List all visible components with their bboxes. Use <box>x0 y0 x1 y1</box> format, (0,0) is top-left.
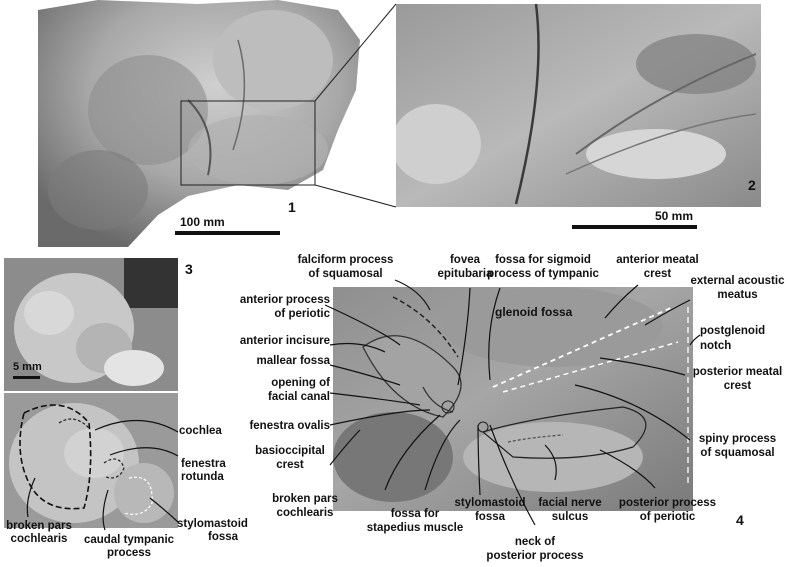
label-stapedius-line1: fossa for <box>390 508 440 520</box>
label-spiny-process-line1: spiny process <box>698 433 777 445</box>
detail-photo-2 <box>396 4 761 207</box>
panel-2-photo <box>396 4 761 207</box>
label-anterior-incisure: anterior incisure <box>239 335 330 347</box>
label-caudal-tympanic-line2: process <box>106 547 152 559</box>
label-fenestra-rotunda-line2: rotunda <box>181 471 224 483</box>
label-external-acoustic-line1: external acoustic <box>690 275 785 287</box>
label-sigmoid-line2: process of tympanic <box>487 268 599 280</box>
label-mallear-fossa: mallear fossa <box>256 355 330 367</box>
panel-4-photo <box>333 287 693 511</box>
label-facial-canal-line2: facial canal <box>267 391 330 403</box>
label-stapedius-line2: stapedius muscle <box>366 522 464 534</box>
label-broken-pars-p3-line2: cochlearis <box>10 533 68 545</box>
label-stylomastoid-fossa-p3-line1: stylomastoid <box>177 518 248 530</box>
label-posterior-meatal-line2: crest <box>723 380 752 392</box>
label-anterior-process-line1: anterior process <box>239 294 330 306</box>
label-facial-sulcus-line2: sulcus <box>551 511 589 523</box>
label-falciform-line1: falciform process <box>297 254 394 266</box>
label-sigmoid-line1: fossa for sigmoid <box>495 254 591 266</box>
label-stylomastoid-p4-line2: fossa <box>474 511 506 523</box>
label-cochlea: cochlea <box>179 425 222 437</box>
label-broken-pars-p3-line1: broken pars <box>6 520 72 532</box>
label-neck-line1: neck of <box>514 536 556 548</box>
label-anterior-process-line2: of periotic <box>274 308 330 320</box>
panel-2-scale-label: 50 mm <box>655 209 694 223</box>
label-basioccipital-line1: basioccipital <box>255 445 325 457</box>
panel-1-scale-label: 100 mm <box>180 215 225 229</box>
panel-3-number: 3 <box>185 261 193 277</box>
label-fenestra-rotunda-line1: fenestra <box>181 458 226 470</box>
label-posterior-process-line2: of periotic <box>639 511 696 523</box>
label-facial-sulcus-line1: facial nerve <box>538 497 602 509</box>
label-facial-canal-line1: opening of <box>271 377 330 389</box>
panel-3-scale-bar <box>13 376 40 379</box>
label-spiny-process-line2: of squamosal <box>700 447 775 459</box>
label-caudal-tympanic-line1: caudal tympanic <box>83 534 175 546</box>
panel-2-number: 2 <box>748 177 756 193</box>
label-posterior-process-line1: posterior process <box>618 497 717 509</box>
label-fovea-line1: fovea <box>449 254 481 266</box>
panel-1-number: 1 <box>288 199 296 215</box>
label-postglenoid-line1: postglenoid <box>700 325 766 337</box>
panel-1-scale-bar <box>175 231 280 235</box>
periotic-photo-top <box>4 258 178 391</box>
periotic-photo-bottom <box>4 393 178 528</box>
label-broken-pars-p4-line2: cochlearis <box>276 507 334 519</box>
panel-4-number: 4 <box>736 512 744 528</box>
label-falciform-line2: of squamosal <box>308 268 383 280</box>
panel-1-photo <box>38 0 360 247</box>
label-postglenoid-line2: notch <box>700 340 732 352</box>
panel-3-scale-label: 5 mm <box>13 361 42 373</box>
label-stylomastoid-p4-line1: stylomastoid <box>454 497 526 509</box>
skull-photo-1 <box>38 0 360 247</box>
panel-2-scale-bar <box>572 225 697 229</box>
label-glenoid-fossa: glenoid fossa <box>495 305 573 319</box>
label-anterior-meatal-line2: crest <box>643 268 672 280</box>
label-stylomastoid-fossa-p3-line2: fossa <box>208 531 239 543</box>
label-anterior-meatal-line1: anterior meatal <box>616 254 699 266</box>
ear-region-photo <box>333 287 693 511</box>
label-posterior-meatal-line1: posterior meatal <box>692 366 783 378</box>
label-external-acoustic-line2: meatus <box>717 289 758 301</box>
label-broken-pars-p4-line1: broken pars <box>272 493 338 505</box>
panel-3-photo-bottom <box>4 393 178 528</box>
label-fenestra-ovalis: fenestra ovalis <box>249 420 330 432</box>
label-fovea-line2: epitubaria <box>437 268 493 280</box>
label-neck-line2: posterior process <box>486 550 584 562</box>
label-basioccipital-line2: crest <box>276 459 304 471</box>
panel-3-photo-top <box>4 258 178 391</box>
